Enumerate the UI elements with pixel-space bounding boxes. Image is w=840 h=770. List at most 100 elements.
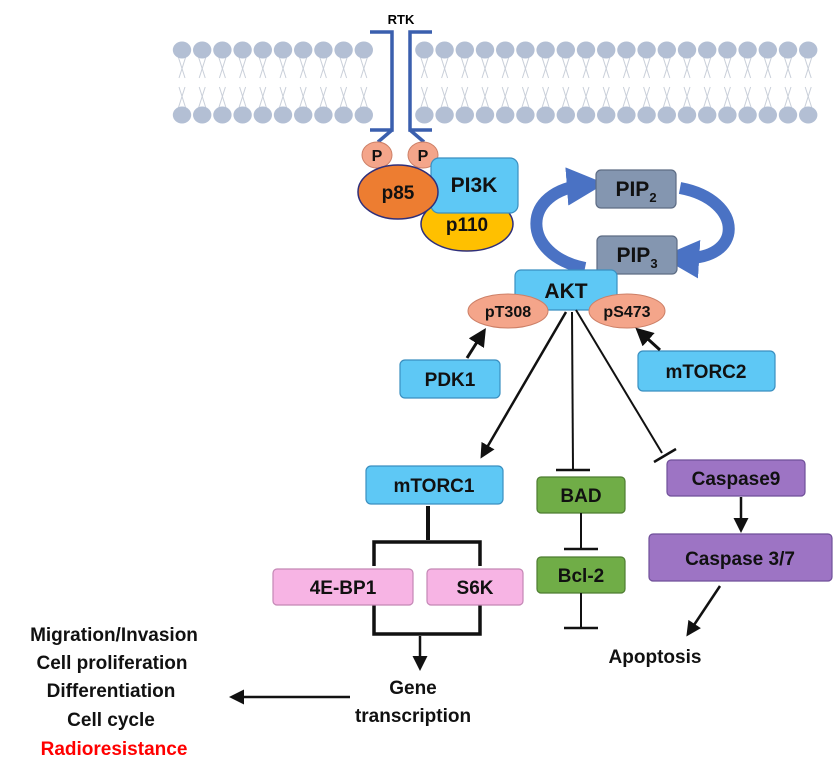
svg-text:p110: p110 bbox=[446, 215, 488, 236]
lipid-tail bbox=[501, 86, 510, 110]
caspase37-node: Caspase 3/7 bbox=[648, 533, 833, 582]
lipid-tail bbox=[784, 55, 793, 79]
lipid-head bbox=[253, 106, 272, 124]
lipid-tail bbox=[601, 86, 610, 110]
lipid-tail bbox=[360, 86, 369, 110]
lipid-head bbox=[273, 106, 293, 124]
lipid-tail bbox=[723, 55, 732, 79]
lipid-head bbox=[536, 106, 555, 124]
svg-text:PDK1: PDK1 bbox=[425, 370, 476, 391]
lipid-tail bbox=[238, 55, 247, 79]
lipid-head bbox=[738, 41, 757, 59]
lipid-head bbox=[677, 106, 697, 124]
lipid-head bbox=[698, 106, 717, 124]
bad-inhibits-bcl2 bbox=[564, 513, 598, 551]
lipid-tail bbox=[521, 55, 530, 79]
svg-text:4E-BP1: 4E-BP1 bbox=[310, 578, 377, 599]
lipid-tail bbox=[197, 86, 206, 110]
svg-text:p85: p85 bbox=[382, 183, 415, 204]
lipid-tail bbox=[723, 86, 732, 110]
lipid-head bbox=[253, 41, 272, 59]
lipid-head bbox=[556, 41, 575, 59]
lipid-tail bbox=[722, 55, 731, 79]
lipid-tail bbox=[279, 55, 288, 79]
lipid-tail bbox=[683, 86, 692, 110]
lipid-head bbox=[496, 41, 515, 59]
lipid-tail bbox=[764, 86, 773, 110]
lipid-head bbox=[233, 41, 252, 59]
svg-text:Bcl-2: Bcl-2 bbox=[558, 566, 604, 587]
lipid-head bbox=[576, 106, 596, 124]
svg-text:Caspase9: Caspase9 bbox=[692, 469, 781, 490]
lipid-tail bbox=[360, 55, 369, 79]
membrane-lipid-tails bbox=[177, 55, 813, 110]
lipid-tail bbox=[581, 86, 590, 110]
akt-inhibits-caspase9 bbox=[575, 309, 677, 464]
bad-node: BAD bbox=[536, 476, 626, 514]
lipid-tail bbox=[743, 86, 752, 110]
lipid-head bbox=[778, 106, 798, 124]
lipid-tail bbox=[318, 55, 327, 79]
lipid-head bbox=[435, 106, 454, 124]
p85-node: p85 bbox=[357, 164, 439, 220]
lipid-tail bbox=[602, 55, 611, 79]
lipid-head bbox=[657, 41, 676, 59]
lipid-tail bbox=[784, 86, 793, 110]
lipid-tail bbox=[703, 86, 712, 110]
apoptosis-label: Apoptosis bbox=[609, 647, 702, 668]
lipid-head bbox=[637, 106, 656, 124]
svg-text:P: P bbox=[372, 148, 383, 165]
lipid-tail bbox=[520, 55, 529, 79]
lipid-tail bbox=[581, 55, 590, 79]
lipid-tail bbox=[601, 55, 610, 79]
lipid-tail bbox=[359, 86, 368, 110]
lipid-tail bbox=[500, 55, 509, 79]
lipid-tail bbox=[178, 86, 187, 110]
lipid-tail bbox=[461, 55, 470, 79]
lipid-tail bbox=[359, 55, 368, 79]
lipid-head bbox=[475, 41, 495, 59]
lipid-tail bbox=[602, 86, 611, 110]
lipid-tail bbox=[663, 55, 672, 79]
lipid-head bbox=[536, 41, 555, 59]
lipid-head bbox=[718, 41, 737, 59]
lipid-tail bbox=[239, 55, 248, 79]
lipid-head bbox=[415, 41, 434, 59]
lipid-tail bbox=[419, 55, 428, 79]
lipid-tail bbox=[339, 55, 348, 79]
lipid-tail bbox=[662, 55, 671, 79]
lipid-tail bbox=[298, 55, 307, 79]
lipid-tail bbox=[298, 86, 307, 110]
lipid-head bbox=[758, 106, 777, 124]
lipid-head bbox=[496, 106, 515, 124]
lipid-head bbox=[172, 106, 192, 124]
lipid-tail bbox=[642, 55, 651, 79]
lipid-head bbox=[455, 41, 474, 59]
lipid-tail bbox=[621, 86, 630, 110]
membrane-lipid-heads bbox=[172, 41, 818, 124]
akt-node: AKT bbox=[514, 269, 618, 311]
svg-text:mTORC2: mTORC2 bbox=[666, 362, 747, 383]
lipid-head bbox=[294, 106, 313, 124]
lipid-head bbox=[354, 106, 373, 124]
lipid-head bbox=[799, 106, 818, 124]
lipid-tail bbox=[461, 86, 470, 110]
lipid-head bbox=[657, 106, 676, 124]
lipid-tail bbox=[481, 55, 490, 79]
cellular-outcomes-list: Migration/Invasion Cell proliferation Di… bbox=[30, 625, 198, 760]
4ebp1-node: 4E-BP1 bbox=[272, 568, 414, 606]
lipid-head bbox=[738, 106, 757, 124]
lipid-tail bbox=[217, 86, 226, 110]
lipid-tail bbox=[420, 55, 429, 79]
lipid-tail bbox=[804, 86, 813, 110]
lipid-head bbox=[193, 106, 212, 124]
mtorc2-node: mTORC2 bbox=[637, 350, 776, 392]
lipid-tail bbox=[177, 55, 186, 79]
svg-text:mTORC1: mTORC1 bbox=[394, 476, 475, 497]
gene-transcription-label-line1: Gene bbox=[389, 678, 437, 699]
lipid-head bbox=[758, 41, 777, 59]
lipid-head bbox=[617, 41, 636, 59]
lipid-tail bbox=[198, 86, 207, 110]
lipid-tail bbox=[239, 86, 248, 110]
lipid-tail bbox=[278, 55, 287, 79]
